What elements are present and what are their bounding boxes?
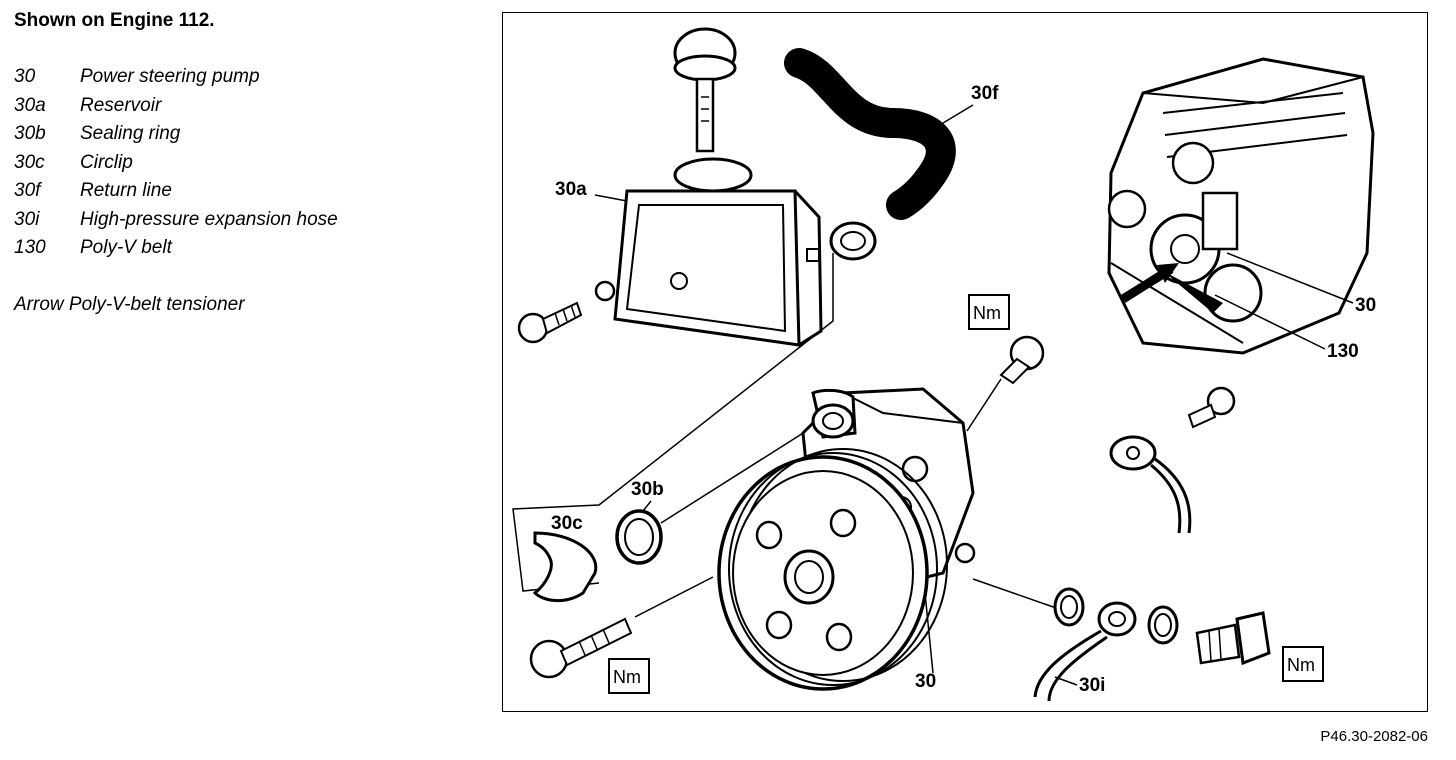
- page-heading: Shown on Engine 112.: [14, 10, 215, 31]
- torque-box: Nm: [1282, 646, 1324, 682]
- legend-code: 30f: [14, 180, 41, 201]
- legend-label: Sealing ring: [80, 123, 181, 144]
- tensioner-note: Arrow Poly-V-belt tensioner: [14, 294, 245, 315]
- legend-code: 30: [14, 66, 36, 87]
- callout-30-engine: 30: [1355, 295, 1376, 316]
- parts-legend: 30 Power steering pump 30a Reservoir 30b…: [14, 66, 338, 266]
- circlip: [532, 531, 598, 602]
- legend-code: 130: [14, 237, 46, 258]
- legend-label: High-pressure expansion hose: [80, 208, 338, 230]
- legend-item: 130 Poly-V belt: [14, 237, 338, 266]
- legend-code: 30a: [14, 94, 46, 116]
- sealing-washer: [1053, 587, 1085, 627]
- banjo-fitting: [1033, 601, 1137, 702]
- legend-code: 30i: [14, 208, 40, 230]
- legend-label: Circlip: [80, 151, 133, 173]
- callout-30i: 30i: [1079, 675, 1105, 696]
- ground-cable: [1109, 435, 1192, 534]
- torque-label: Nm: [613, 667, 641, 687]
- callout-30: 30: [915, 671, 936, 692]
- callout-130: 130: [1327, 341, 1359, 362]
- callout-30f: 30f: [971, 83, 999, 104]
- legend-label: Reservoir: [80, 94, 162, 116]
- reservoir-cap: [673, 27, 737, 153]
- pump-mounting-bolt: [966, 335, 1045, 432]
- figure-reference: P46.30-2082-06: [1320, 728, 1428, 745]
- legend-item: 30a Reservoir: [14, 95, 338, 124]
- torque-label: Nm: [973, 303, 1001, 323]
- torque-label: Nm: [1287, 655, 1315, 675]
- banjo-bolt: [1195, 611, 1271, 666]
- callout-30c: 30c: [551, 513, 583, 534]
- legend-item: 30b Sealing ring: [14, 123, 338, 152]
- pump-pulley: [717, 448, 948, 691]
- legend-label: Return line: [80, 180, 172, 201]
- callout-30b: 30b: [631, 479, 664, 500]
- cable-bolt: [1187, 386, 1236, 429]
- legend-item: 30f Return line: [14, 180, 338, 209]
- legend-item: 30i High-pressure expansion hose: [14, 209, 338, 238]
- legend-code: 30c: [14, 151, 45, 173]
- pump-bolt-front: [529, 576, 714, 679]
- reservoir-bolt: [517, 280, 616, 344]
- legend-item: 30c Circlip: [14, 152, 338, 181]
- reservoir: [512, 157, 834, 592]
- legend-label: Power steering pump: [80, 66, 260, 87]
- exploded-diagram: 30a 30f 30 130 Nm: [502, 12, 1428, 712]
- legend-label: Poly-V belt: [80, 237, 172, 258]
- torque-box: Nm: [608, 658, 650, 694]
- sealing-ring: [615, 509, 663, 565]
- engine-illustration: [1107, 57, 1375, 355]
- legend-code: 30b: [14, 123, 46, 144]
- sealing-washer: [1147, 605, 1179, 645]
- callout-30a: 30a: [555, 179, 587, 200]
- diagram-canvas: 30a 30f 30 130 Nm: [512, 27, 1376, 702]
- torque-box: Nm: [968, 294, 1010, 330]
- legend-item: 30 Power steering pump: [14, 66, 338, 95]
- hose-clamp: [829, 221, 877, 261]
